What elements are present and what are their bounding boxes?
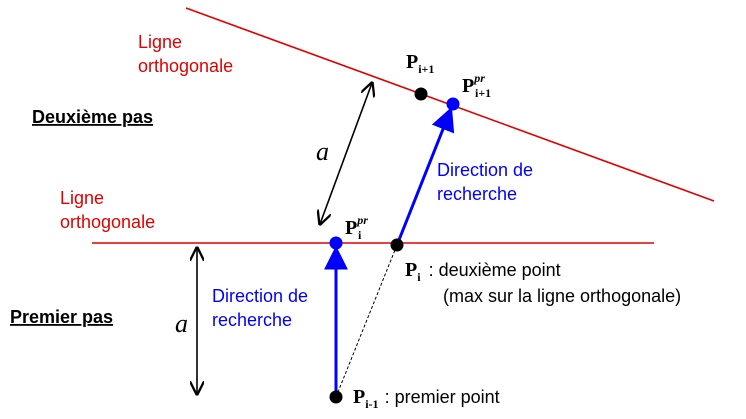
label-p-i-note: (max sur la ligne orthogonale) [443, 286, 681, 306]
direction-label-second: Direction de recherche [437, 160, 538, 204]
distance-arrow-top [320, 83, 372, 224]
point-p-next [414, 87, 428, 101]
ortho-label-top: Ligne orthogonale [138, 32, 233, 76]
label-p-next: Pi+1 [406, 51, 434, 76]
ortho-label-bottom: Ligne orthogonale [60, 188, 155, 232]
point-p-i-pr [329, 236, 343, 250]
distance-label-bottom: a [175, 309, 188, 338]
search-arrow-second [395, 106, 455, 246]
direction-label-first: Direction de recherche [212, 286, 313, 330]
distance-label-top: a [316, 137, 329, 166]
first-step-label: Premier pas [10, 307, 113, 327]
label-p-prev: Pi-1: premier point [353, 386, 500, 411]
point-p-prev [329, 390, 343, 404]
point-p-i [390, 238, 404, 252]
label-p-i: Pi: deuxième point [405, 259, 561, 284]
second-step-label: Deuxième pas [32, 107, 153, 127]
point-p-next-pr [446, 97, 460, 111]
dotted-connector [335, 244, 398, 398]
